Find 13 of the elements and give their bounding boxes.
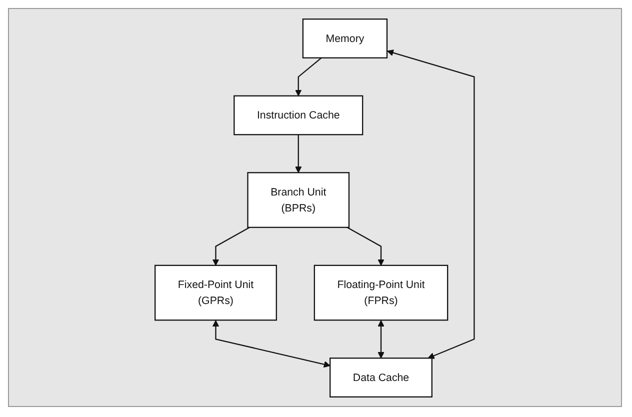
node-box: Branch Unit (BPRs): [248, 172, 350, 228]
node-box: Instruction Cache: [234, 94, 364, 135]
arrow: [212, 226, 250, 266]
arrow: [347, 226, 385, 266]
node-box: Data Cache: [330, 357, 433, 397]
node-box: Floating-Point Unit (FPRs): [314, 264, 449, 320]
arrow: [295, 56, 322, 96]
arrow: [212, 320, 331, 368]
arrow: [295, 134, 302, 172]
arrow: [387, 49, 476, 358]
node-box: Memory: [302, 18, 388, 58]
arrow: [378, 320, 385, 358]
node-box: Fixed-Point Unit (GPRs): [154, 264, 278, 320]
